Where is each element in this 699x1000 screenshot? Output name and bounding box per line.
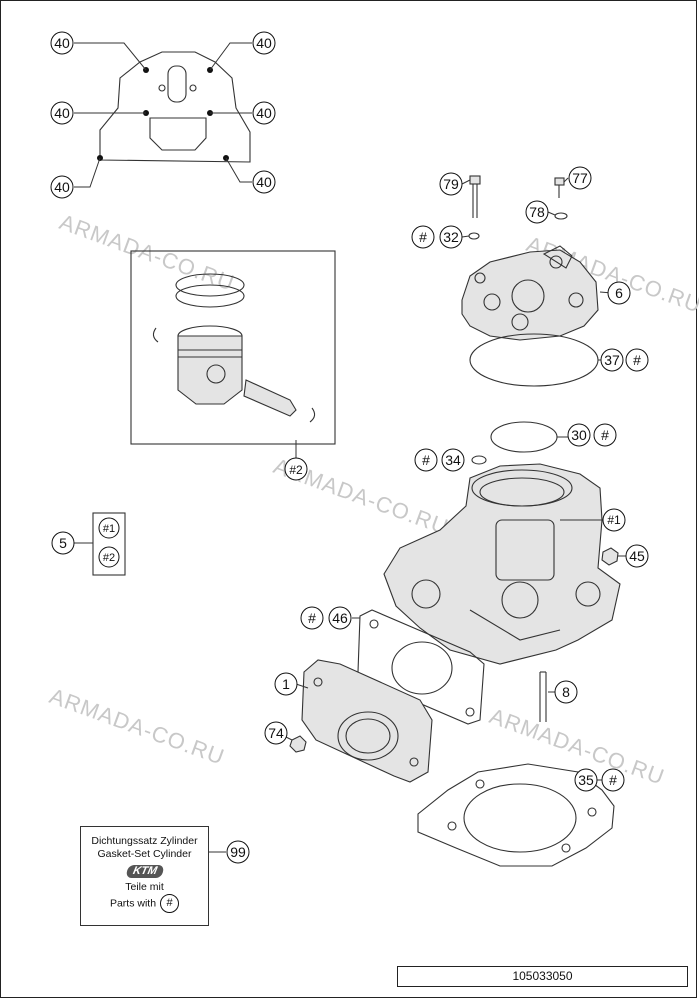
piston-kit-group (130, 250, 336, 458)
watermark: ARMADA-CO.RU (56, 209, 238, 296)
svg-text:#1: #1 (607, 513, 621, 527)
small-screw-and-washer (547, 177, 569, 220)
callouts: 40 40 40 40 40 40 #2 5 #1 #2 79 77 78 # … (50, 31, 649, 864)
callout-5[interactable]: 5 (51, 531, 75, 555)
callout-hash[interactable]: # (411, 225, 435, 249)
svg-text:1: 1 (282, 676, 290, 692)
svg-text:77: 77 (572, 170, 588, 186)
svg-text:40: 40 (256, 35, 272, 51)
callout-37[interactable]: 37 (600, 348, 624, 372)
screw-74 (289, 735, 307, 753)
callout-1[interactable]: 1 (274, 672, 298, 696)
svg-text:#: # (609, 772, 617, 788)
cylinder-base-gasket (417, 763, 615, 867)
cylinder-base-gasket-outline (97, 51, 251, 163)
callout-hash[interactable]: # (625, 348, 649, 372)
kit-note-german: Teile mit (125, 881, 164, 893)
cylinder-head-bolt (461, 175, 481, 218)
callout-hash[interactable]: # (300, 606, 324, 630)
callout-40[interactable]: 40 (50, 31, 74, 55)
washer-32 (468, 232, 480, 240)
svg-text:78: 78 (529, 204, 545, 220)
svg-text:#: # (308, 610, 316, 626)
callout-99[interactable]: 99 (226, 840, 250, 864)
callout-32[interactable]: 32 (439, 225, 463, 249)
svg-text:45: 45 (629, 548, 645, 564)
svg-text:8: 8 (562, 684, 570, 700)
cylinder-head (461, 245, 613, 341)
cylinder (383, 463, 621, 665)
svg-text:#: # (633, 352, 641, 368)
callout-hash[interactable]: # (593, 423, 617, 447)
svg-text:#: # (419, 229, 427, 245)
svg-text:34: 34 (445, 452, 461, 468)
gasket-set-info-box: Dichtungssatz Zylinder Gasket-Set Cylind… (80, 826, 209, 926)
svg-text:40: 40 (54, 179, 70, 195)
svg-text:46: 46 (332, 610, 348, 626)
head-gasket-ring (469, 333, 599, 387)
ktm-logo: KTM (125, 865, 164, 878)
svg-text:32: 32 (443, 229, 459, 245)
svg-text:37: 37 (604, 352, 620, 368)
svg-text:40: 40 (256, 105, 272, 121)
svg-text:79: 79 (443, 176, 459, 192)
svg-text:99: 99 (230, 844, 246, 860)
kit-note-english: Parts with# (81, 894, 208, 913)
svg-text:40: 40 (54, 105, 70, 121)
kit-title-english: Gasket-Set Cylinder (97, 848, 192, 860)
screw-leaders (74, 42, 252, 188)
callout-hash[interactable]: # (601, 768, 625, 792)
kit-title-german: Dichtungssatz Zylinder (91, 835, 198, 847)
svg-text:35: 35 (578, 772, 594, 788)
callout-40[interactable]: 40 (252, 170, 276, 194)
callout-35[interactable]: 35 (574, 768, 598, 792)
callout-40[interactable]: 40 (252, 101, 276, 125)
svg-text:5: 5 (59, 535, 67, 551)
callout-hash[interactable]: # (414, 448, 438, 472)
kit-note-english-text: Parts with (109, 897, 157, 910)
leader (461, 235, 470, 238)
reference-number: 105033050 (512, 969, 573, 983)
svg-text:#: # (601, 427, 609, 443)
reference-number-box: 105033050 (397, 966, 688, 987)
svg-text:30: 30 (571, 427, 587, 443)
small-o-ring (471, 455, 487, 465)
callout-40[interactable]: 40 (50, 175, 74, 199)
callout-hash-1[interactable]: #1 (602, 508, 626, 532)
callout-30[interactable]: 30 (567, 423, 591, 447)
callout-40[interactable]: 40 (252, 31, 276, 55)
intake-flange (295, 659, 433, 783)
nut-45 (601, 547, 619, 566)
callout-46[interactable]: 46 (328, 606, 352, 630)
watermark: ARMADA-CO.RU (46, 683, 228, 770)
callout-79[interactable]: 79 (439, 172, 463, 196)
callout-45[interactable]: 45 (625, 544, 649, 568)
svg-text:#1: #1 (103, 523, 115, 535)
o-ring (490, 421, 558, 453)
svg-text:6: 6 (615, 285, 623, 301)
callout-77[interactable]: 77 (568, 166, 592, 190)
callout-8[interactable]: 8 (554, 680, 578, 704)
callout-6[interactable]: 6 (607, 281, 631, 305)
svg-text:#2: #2 (103, 552, 115, 564)
callout-hash-2[interactable]: #2 (284, 457, 308, 481)
svg-text:40: 40 (256, 174, 272, 190)
stud-bolt (539, 671, 556, 722)
svg-text:#: # (422, 452, 430, 468)
callout-78[interactable]: 78 (525, 200, 549, 224)
svg-text:40: 40 (54, 35, 70, 51)
callout-hash-2[interactable]: #2 (98, 546, 120, 568)
svg-text:74: 74 (268, 725, 284, 741)
callout-34[interactable]: 34 (441, 448, 465, 472)
kit-items-box (92, 512, 126, 576)
callout-hash-1[interactable]: #1 (98, 517, 120, 539)
callout-74[interactable]: 74 (264, 721, 288, 745)
svg-text:#2: #2 (289, 463, 303, 477)
callout-40[interactable]: 40 (50, 101, 74, 125)
hash-symbol: # (160, 894, 180, 913)
